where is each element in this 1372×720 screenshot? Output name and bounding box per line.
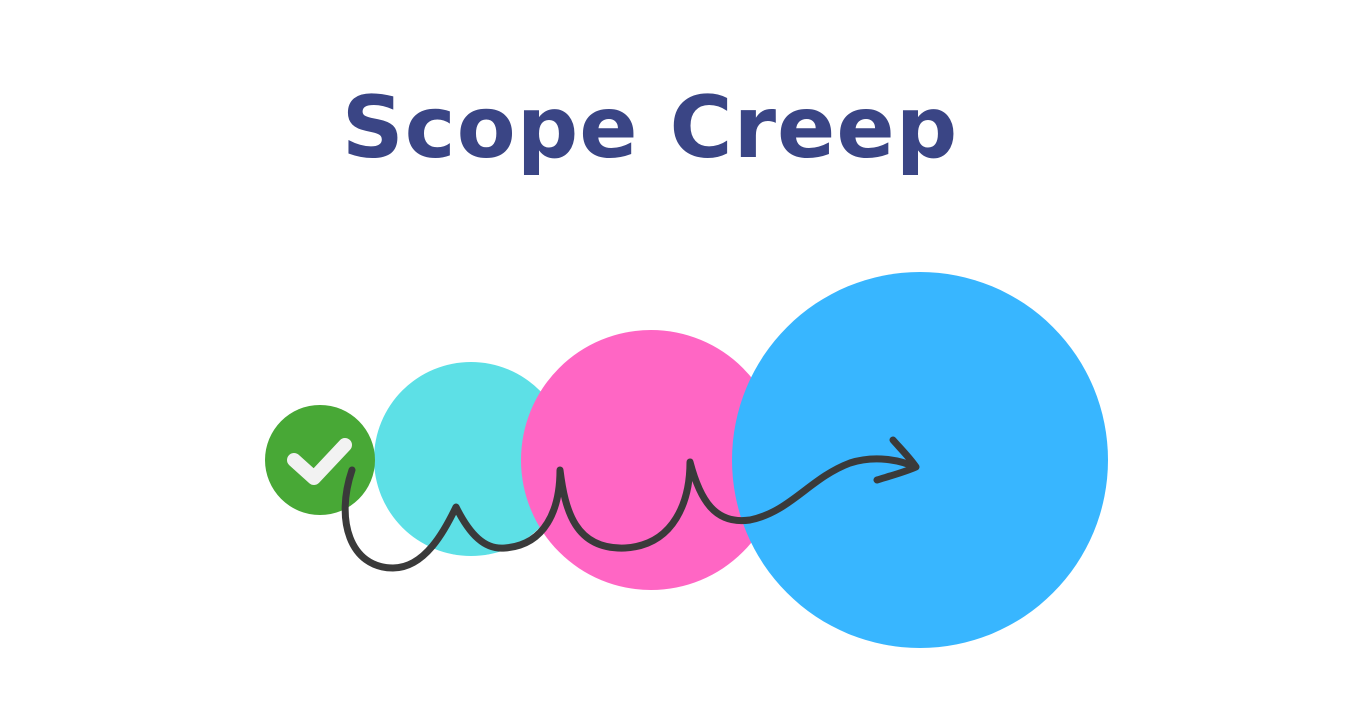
- curly-arrow-icon: [341, 436, 920, 572]
- curly-arrow-line: [341, 455, 919, 572]
- scope-circle-large: [732, 272, 1108, 648]
- scope-circle-medium: [521, 330, 781, 590]
- scope-circle-small: [374, 362, 568, 556]
- diagram-title: Scope Creep: [341, 78, 959, 178]
- check-icon: [265, 405, 375, 515]
- check-badge: [265, 405, 375, 515]
- curly-arrow-head: [873, 436, 920, 484]
- check-mark: [287, 438, 352, 485]
